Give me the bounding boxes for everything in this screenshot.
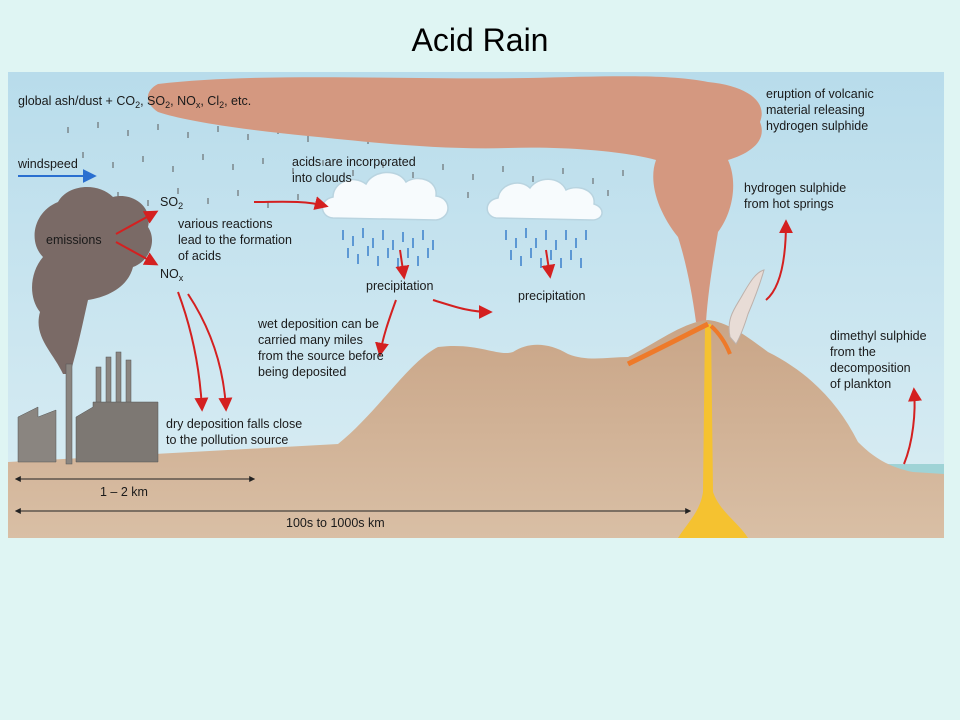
label-dry-deposition: dry deposition falls close to the pollut… — [166, 417, 302, 447]
label-wet-deposition: wet deposition can be carried many miles… — [257, 317, 384, 379]
arrow-springs — [765, 219, 793, 301]
svg-text:acids are incorporated: acids are incorporated — [292, 155, 416, 169]
arrow-wet-1 — [432, 299, 493, 319]
svg-text:dry deposition falls close: dry deposition falls close — [166, 417, 302, 431]
svg-text:dimethyl sulphide: dimethyl sulphide — [830, 329, 927, 343]
distance-bars — [14, 476, 692, 514]
cloud-left — [321, 171, 449, 268]
label-nox: NOx — [160, 267, 184, 283]
arrow-to-clouds — [253, 196, 329, 210]
lava-flow — [626, 321, 710, 367]
svg-text:various reactions: various reactions — [178, 217, 273, 231]
label-reactions: various reactions lead to the formation … — [178, 217, 292, 263]
arrow-dry-1 — [177, 291, 209, 412]
svg-text:hydrogen sulphide: hydrogen sulphide — [744, 181, 846, 195]
label-distance-short: 1 – 2 km — [100, 485, 148, 499]
label-dimethyl-sulphide: dimethyl sulphide from the decomposition… — [830, 329, 927, 391]
svg-text:decomposition: decomposition — [830, 361, 911, 375]
arrow-emissions-so2 — [115, 210, 159, 235]
label-hot-springs: hydrogen sulphide from hot springs — [744, 181, 846, 211]
arrow-emissions-nox — [115, 241, 159, 266]
arrow-precip-right — [541, 249, 556, 279]
factory — [17, 351, 159, 465]
lava-flow-right — [709, 324, 732, 355]
svg-text:being deposited: being deposited — [258, 365, 346, 379]
arrow-wet-2 — [375, 299, 397, 357]
svg-text:eruption of volcanic: eruption of volcanic — [766, 87, 874, 101]
svg-text:from the source before: from the source before — [258, 349, 384, 363]
svg-text:material releasing: material releasing — [766, 103, 865, 117]
svg-text:wet deposition can be: wet deposition can be — [257, 317, 379, 331]
cloud-right — [486, 178, 603, 268]
volcanic-plume — [147, 76, 762, 322]
factory-smoke — [32, 186, 153, 374]
svg-text:hydrogen sulphide: hydrogen sulphide — [766, 119, 868, 133]
svg-text:of plankton: of plankton — [830, 377, 891, 391]
page-title: Acid Rain — [411, 22, 549, 58]
arrow-dry-2 — [187, 293, 233, 412]
svg-text:of acids: of acids — [178, 249, 221, 263]
label-clouds: acids are incorporated into clouds — [292, 155, 416, 185]
label-so2: SO2 — [160, 195, 183, 211]
label-volcano: eruption of volcanic material releasing … — [766, 87, 874, 133]
process-arrows — [115, 196, 922, 465]
label-windspeed: windspeed — [17, 157, 78, 171]
svg-text:to the pollution source: to the pollution source — [166, 433, 288, 447]
svg-text:carried many miles: carried many miles — [258, 333, 363, 347]
svg-text:into clouds: into clouds — [292, 171, 352, 185]
acid-rain-diagram: global ash/dust + CO2, SO2, NOx, Cl2, et… — [8, 72, 944, 538]
magma-conduit — [678, 324, 748, 538]
label-distance-long: 100s to 1000s km — [286, 516, 385, 530]
label-global-dust: global ash/dust + CO2, SO2, NOx, Cl2, et… — [18, 94, 251, 110]
label-precipitation-right: precipitation — [518, 289, 585, 303]
label-precipitation-left: precipitation — [366, 279, 433, 293]
hot-spring-steam — [728, 269, 765, 345]
arrow-dms — [903, 387, 922, 465]
svg-text:from hot springs: from hot springs — [744, 197, 834, 211]
label-emissions: emissions — [46, 233, 102, 247]
svg-text:from the: from the — [830, 345, 876, 359]
svg-text:lead to the formation: lead to the formation — [178, 233, 292, 247]
arrow-precip-left — [395, 249, 410, 280]
